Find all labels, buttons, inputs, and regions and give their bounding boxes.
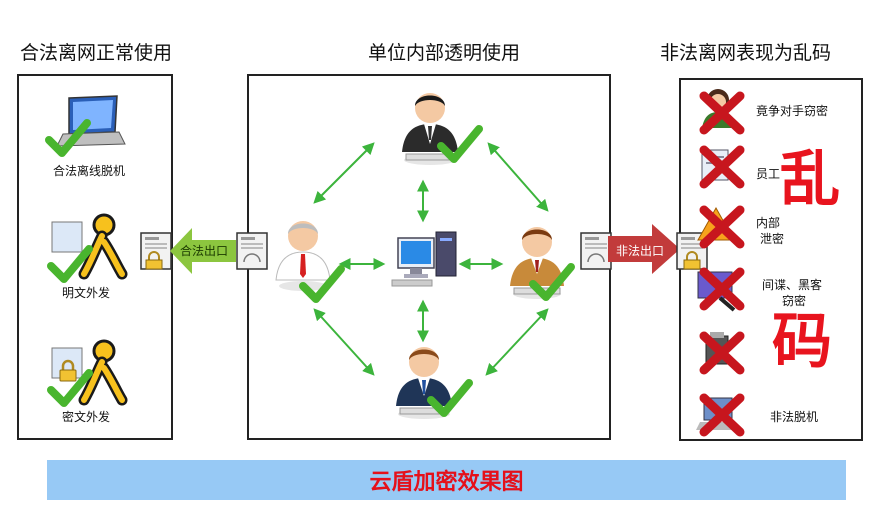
- right-item-label: 泄密: [760, 232, 785, 246]
- check-icon: [529, 263, 575, 301]
- legal-exit-label: 合法出口: [180, 244, 229, 258]
- lock-icon: [145, 251, 163, 270]
- check-icon: [437, 125, 483, 163]
- check-icon: [427, 379, 473, 417]
- computer-icon: [391, 231, 457, 287]
- caption-text: 云盾加密效果图: [369, 470, 524, 495]
- network-connectors: [313, 142, 549, 376]
- person-icon: [275, 221, 331, 291]
- garbled-char: 码: [772, 307, 832, 377]
- cross-icon: [699, 267, 745, 311]
- cross-icon: [699, 145, 745, 189]
- check-icon: [47, 245, 93, 283]
- right-item-label: 竟争对手窃密: [756, 104, 829, 118]
- caption-banner: 云盾加密效果图: [47, 460, 846, 500]
- right-item-label: 间谍、黑客: [762, 278, 823, 292]
- cross-icon: [699, 205, 745, 249]
- lock-icon: [683, 251, 701, 270]
- legal-exit-arrow: [170, 228, 236, 274]
- check-icon: [47, 369, 93, 407]
- left-item-label: 密文外发: [62, 410, 111, 424]
- check-icon: [299, 265, 345, 303]
- left-section-title: 合法离网正常使用: [20, 42, 173, 64]
- cross-icon: [699, 331, 745, 375]
- cross-icon: [699, 393, 745, 437]
- right-item-label: 员工: [756, 167, 781, 181]
- right-panel: [679, 78, 863, 441]
- right-item-label: 非法脱机: [770, 410, 819, 424]
- right-item-label: 内部: [756, 216, 781, 230]
- right-section-title: 非法离网表现为乱码: [660, 42, 832, 64]
- lock-icon: [59, 359, 77, 382]
- right-item-label: 窃密: [782, 294, 807, 308]
- document-icon: [236, 232, 268, 270]
- person-icon: [51, 339, 128, 406]
- person-icon: [396, 347, 452, 419]
- cross-icon: [699, 91, 745, 135]
- illegal-exit-arrow: [608, 224, 680, 274]
- left-item-label: 明文外发: [62, 286, 111, 300]
- check-icon: [45, 119, 91, 157]
- garbled-char: 乱: [780, 145, 840, 215]
- person-icon: [51, 213, 128, 280]
- document-icon: [580, 232, 612, 270]
- illegal-exit-label: 非法出口: [616, 244, 665, 258]
- left-item-label: 合法离线脱机: [53, 164, 126, 178]
- middle-section-title: 单位内部透明使用: [368, 42, 521, 64]
